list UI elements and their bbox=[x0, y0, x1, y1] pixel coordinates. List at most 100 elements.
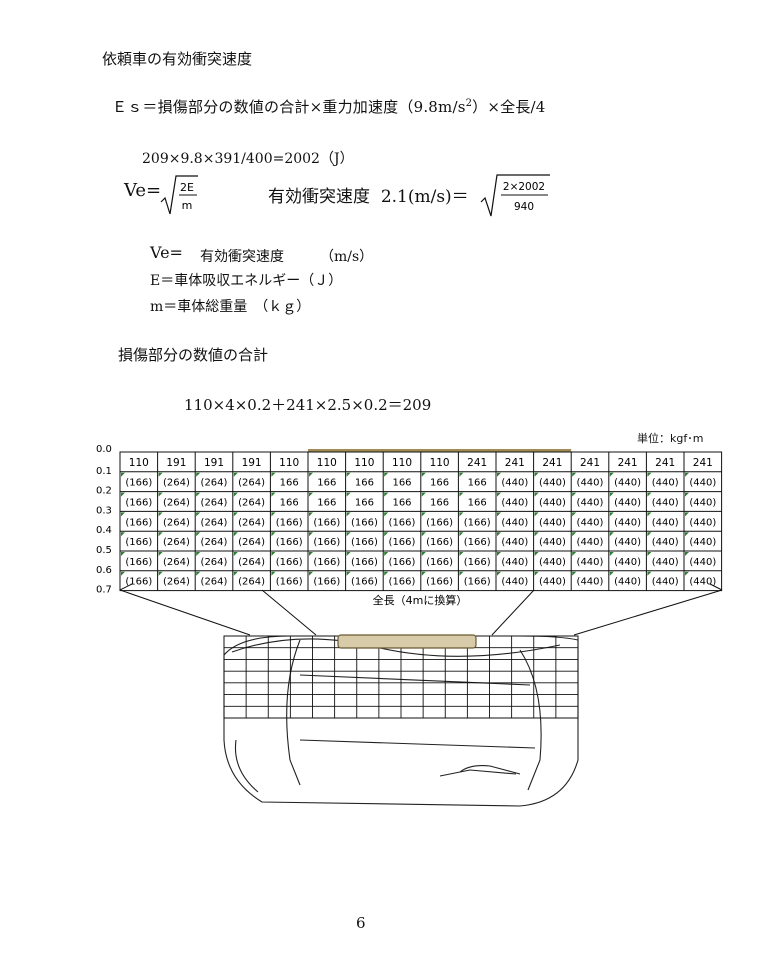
cell-corner-mark bbox=[158, 492, 163, 497]
cell-corner-mark bbox=[233, 492, 238, 497]
cell-corner-mark bbox=[158, 472, 163, 477]
cell-corner-mark bbox=[233, 552, 238, 556]
table-cell: (264) bbox=[163, 517, 190, 528]
table-cell: (264) bbox=[163, 478, 190, 489]
table-cell: (440) bbox=[501, 557, 528, 568]
table-cell: (166) bbox=[426, 537, 453, 548]
table-cell: (264) bbox=[201, 537, 228, 548]
table-cell: (440) bbox=[501, 537, 528, 548]
cell-corner-mark bbox=[421, 571, 426, 576]
cell-corner-mark bbox=[647, 571, 652, 576]
cell-corner-mark bbox=[196, 512, 201, 517]
car-front-wheel-arch bbox=[234, 739, 259, 793]
cell-corner-mark bbox=[685, 472, 689, 477]
table-cell: (440) bbox=[652, 498, 679, 509]
car-grid-overlay bbox=[223, 635, 579, 719]
cell-corner-mark bbox=[609, 512, 614, 517]
table-cell: (166) bbox=[313, 557, 340, 568]
cell-corner-mark bbox=[121, 532, 125, 537]
table-header-cell: 110 bbox=[279, 457, 299, 469]
cell-corner-mark bbox=[346, 492, 351, 497]
cell-corner-mark bbox=[233, 532, 238, 537]
table-cell: 166 bbox=[280, 478, 299, 489]
table-header-cell: 110 bbox=[392, 457, 412, 469]
cell-corner-mark bbox=[346, 552, 351, 556]
table-cell: 166 bbox=[392, 478, 411, 489]
table-cell: (166) bbox=[313, 577, 340, 588]
cell-corner-mark bbox=[685, 532, 689, 537]
table-cell: (440) bbox=[689, 557, 716, 568]
table-cell: (440) bbox=[539, 537, 566, 548]
table-cell: (264) bbox=[163, 498, 190, 509]
cell-corner-mark bbox=[121, 552, 125, 556]
table-cell: (166) bbox=[389, 537, 416, 548]
effective-speed-denominator: 940 bbox=[514, 201, 534, 213]
table-cell: 166 bbox=[280, 498, 299, 509]
table-unit-label: 単位：kgf･m bbox=[637, 432, 704, 445]
table-cell: (166) bbox=[276, 537, 303, 548]
cell-corner-mark bbox=[534, 571, 539, 576]
cell-corner-mark bbox=[572, 571, 577, 576]
table-cell: (440) bbox=[577, 498, 604, 509]
legend-ve-description: 有効衝突速度 bbox=[200, 249, 284, 265]
table-cell: (264) bbox=[238, 557, 265, 568]
car-side-line-1 bbox=[299, 674, 531, 686]
cell-corner-mark bbox=[685, 512, 689, 517]
cell-corner-mark bbox=[233, 512, 238, 517]
table-header-cell: 241 bbox=[618, 457, 638, 469]
cell-corner-mark bbox=[158, 571, 163, 576]
cell-corner-mark bbox=[534, 532, 539, 537]
cell-corner-mark bbox=[421, 552, 426, 556]
table-cell: (166) bbox=[351, 537, 378, 548]
cell-corner-mark bbox=[685, 552, 689, 556]
damage-sum-title: 損傷部分の数値の合計 bbox=[118, 346, 269, 364]
damage-sum-formula: 110×4×0.2＋241×2.5×0.2＝209 bbox=[184, 396, 432, 414]
table-cell: (166) bbox=[464, 577, 491, 588]
cell-corner-mark bbox=[647, 492, 652, 497]
table-cell: (440) bbox=[539, 498, 566, 509]
table-cell: (264) bbox=[201, 478, 228, 489]
energy-formula: Ｅｓ＝損傷部分の数値の合計×重力加速度（9.8m/s2）×全長/4 bbox=[112, 96, 546, 117]
cell-corner-mark bbox=[459, 571, 464, 576]
table-cell: (440) bbox=[539, 577, 566, 588]
cell-corner-mark bbox=[233, 472, 238, 477]
table-cell: (440) bbox=[501, 577, 528, 588]
table-cell: (166) bbox=[351, 557, 378, 568]
table-cell: (166) bbox=[125, 498, 152, 509]
cell-corner-mark bbox=[158, 552, 163, 556]
table-cell: (264) bbox=[238, 577, 265, 588]
page-number: 6 bbox=[356, 914, 366, 932]
table-cell: (440) bbox=[689, 478, 716, 489]
cell-corner-mark bbox=[459, 532, 464, 537]
cell-corner-mark bbox=[647, 472, 652, 477]
table-cell: (440) bbox=[501, 478, 528, 489]
table-cell: (166) bbox=[389, 577, 416, 588]
table-cell: (440) bbox=[577, 557, 604, 568]
cell-corner-mark bbox=[497, 492, 501, 497]
cell-corner-mark bbox=[572, 552, 577, 556]
table-cell: (166) bbox=[276, 577, 303, 588]
cell-corner-mark bbox=[572, 512, 577, 517]
table-header-cell: 110 bbox=[354, 457, 374, 469]
table-cell: (440) bbox=[652, 577, 679, 588]
cell-corner-mark bbox=[309, 492, 313, 497]
cell-corner-mark bbox=[271, 532, 276, 537]
energy-formula-lhs: Ｅｓ＝損傷部分の数値の合計×重力加速度（9.8m/s bbox=[112, 98, 466, 116]
table-cell: (440) bbox=[689, 498, 716, 509]
table-cell: (440) bbox=[652, 478, 679, 489]
table-cell: (440) bbox=[577, 537, 604, 548]
car-side-line-2 bbox=[299, 739, 536, 749]
table-cell: (440) bbox=[501, 498, 528, 509]
car-body-outline bbox=[223, 635, 579, 807]
table-cell: (440) bbox=[539, 517, 566, 528]
table-header-cell: 110 bbox=[129, 457, 149, 469]
cell-corner-mark bbox=[609, 472, 614, 477]
cell-corner-mark bbox=[459, 492, 464, 497]
table-cell: (264) bbox=[163, 537, 190, 548]
cell-corner-mark bbox=[609, 552, 614, 556]
cell-corner-mark bbox=[271, 571, 276, 576]
table-cell: (166) bbox=[389, 557, 416, 568]
cell-corner-mark bbox=[647, 512, 652, 517]
